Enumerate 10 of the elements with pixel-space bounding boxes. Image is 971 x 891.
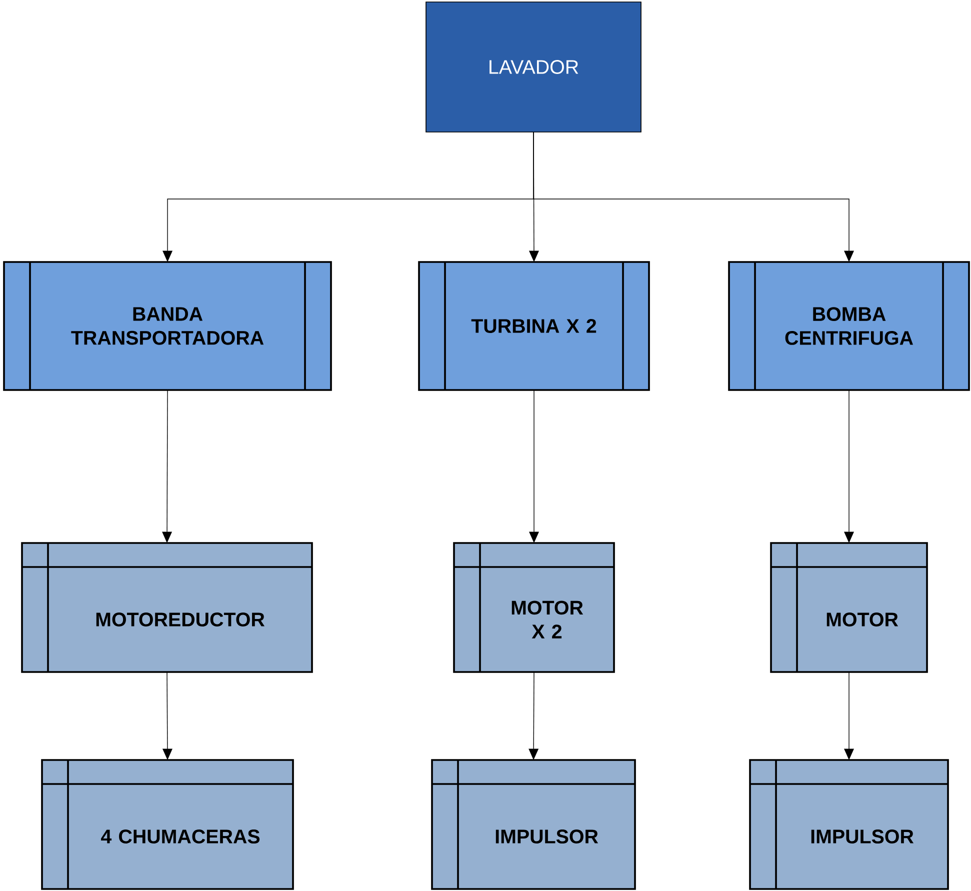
storage-box: MOTOREDUCTOR — [21, 542, 313, 673]
process-box: TURBINA X 2 — [418, 261, 650, 391]
process-box: BOMBA CENTRIFUGA — [728, 261, 970, 391]
storage-box: 4 CHUMACERAS — [41, 759, 294, 890]
storage-box: MOTOR X 2 — [453, 542, 615, 673]
storage-box: IMPULSOR — [749, 759, 949, 890]
storage-box: MOTOR — [770, 542, 928, 673]
storage-box: IMPULSOR — [431, 759, 636, 890]
process-box: BANDA TRANSPORTADORA — [3, 261, 332, 391]
node-box: LAVADOR — [426, 2, 642, 132]
